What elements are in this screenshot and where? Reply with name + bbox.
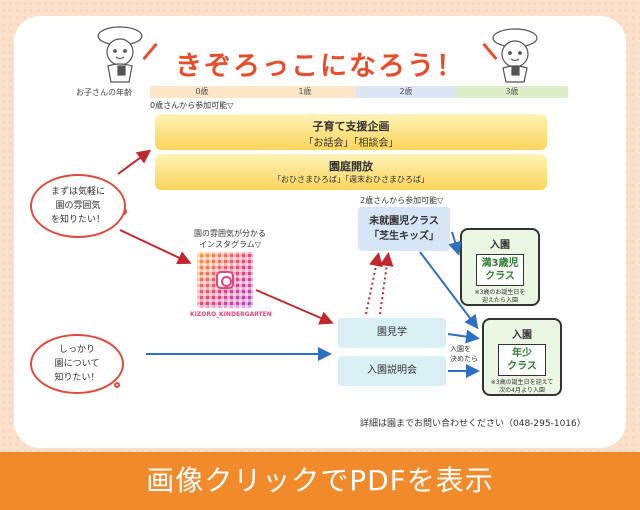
open-banner[interactable]: 園庭開放 「おひさまひろば」「週末おひさまひろば」 (155, 154, 547, 190)
mishu-line2: 「芝生キッズ」 (369, 231, 439, 242)
age-cell-2: 2歳 (356, 86, 456, 98)
age-note: 0歳さんから参加可能▽ (150, 101, 234, 110)
enroll-3yo-head: 入園 (490, 240, 510, 251)
instagram-handle: KIZORO_KINDERGARTEN (190, 311, 272, 318)
enroll-3yo-box[interactable]: 入園 満3歳児 クラス ※3歳のお誕生日を 迎えたら入園 (460, 228, 540, 306)
tour-box[interactable]: 園見学 (338, 318, 446, 348)
briefing-box[interactable]: 入園説明会 (338, 356, 446, 386)
enroll-nensho-head: 入園 (512, 330, 532, 341)
age-cell-1: 1歳 (254, 86, 356, 98)
mishu-class-box[interactable]: 未就園児クラス 「芝生キッズ」 (358, 207, 450, 251)
arrow-tour-to-nensho (447, 329, 480, 344)
enroll-nensho-box[interactable]: 入園 年少 クラス ※3歳の誕生日を迎えて 次の4月より入園 (482, 318, 562, 396)
arrow-qr-to-tour (255, 289, 334, 325)
thought-cloud-casual: まずは気軽に 園の雰囲気 を知りたい！ (30, 174, 126, 238)
contact-info: 詳細は園までお問い合わせください（048-295-1016） (360, 419, 586, 429)
enroll-3yo-note: ※3歳のお誕生日を 迎えたら入園 (474, 289, 526, 304)
support-items: 「お話会」「相談会」 (303, 138, 399, 149)
thought-cloud-serious: しっかり 園について 知りたい！ (30, 334, 124, 394)
qr-caption: 園の雰囲気が分かる インスタグラム▽ (194, 229, 266, 249)
arrow-mishu-to-nensho (419, 251, 479, 330)
support-banner[interactable]: 子育て支援企画 「お話会」「相談会」 (155, 114, 547, 150)
enroll-3yo-class: 満3歳児 クラス (476, 254, 524, 286)
age-bar-label: お子さんの年齢 (76, 88, 132, 97)
instagram-icon (216, 271, 234, 289)
cloud-text: しっかり 園について 知りたい！ (54, 345, 100, 383)
cloud-bubble (114, 382, 120, 388)
cloud-text: まずは気軽に 園の雰囲気 を知りたい！ (50, 187, 105, 225)
arrow-mishu-to-3yo (448, 231, 462, 256)
page-title: きぞろっこになろう！ (175, 51, 465, 82)
pdf-link-footer[interactable]: 画像クリックでPDFを表示 (0, 452, 640, 510)
mishu-line1: 未就園児クラス (369, 216, 439, 227)
arrow-cloud-to-qr (119, 229, 192, 265)
arrow-tour-to-mishu-2 (379, 252, 394, 315)
kid-left-icon (97, 26, 143, 83)
age-cell-0: 0歳 (150, 86, 254, 98)
arrow-tour-to-mishu-1 (365, 252, 383, 315)
enroll-nensho-class: 年少 クラス (498, 344, 546, 376)
mishu-age-note: 2歳さんから参加可能▽ (360, 196, 444, 205)
age-cell-3: 3歳 (456, 86, 568, 98)
decide-note: 入園を 決めたら (450, 345, 478, 363)
open-title: 園庭開放 (329, 160, 373, 173)
enroll-nensho-note: ※3歳の誕生日を迎えて 次の4月より入園 (490, 379, 554, 394)
kid-right-icon (492, 28, 538, 83)
arrow-cloud-to-banner (117, 149, 152, 175)
open-items: 「おひさまひろば」「週末おひさまひろば」 (273, 175, 429, 184)
support-title: 子育て支援企画 (312, 120, 390, 133)
